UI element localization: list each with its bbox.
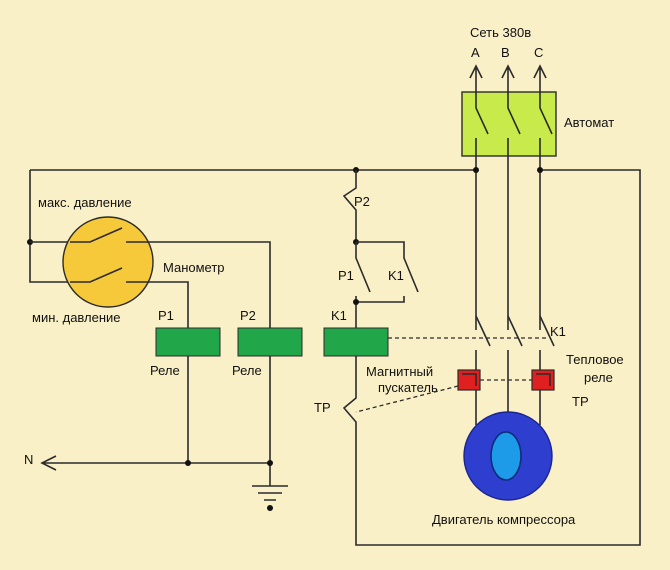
gauge-label: Манометр	[163, 260, 225, 275]
tr-contact-label: ТР	[314, 400, 331, 415]
gauge-min-label: мин. давление	[32, 310, 121, 325]
gauge-contacts	[70, 227, 146, 283]
motor-label: Двигатель компрессора	[432, 512, 576, 527]
junction	[537, 167, 543, 173]
p1-contact-label: P1	[338, 268, 354, 283]
relay-p1-caption: Реле	[150, 363, 180, 378]
return-wire-right	[355, 169, 641, 546]
gauge-out-top	[146, 241, 271, 328]
thermal-label-short: ТР	[572, 394, 589, 409]
p2-contact	[342, 170, 357, 242]
neutral-label: N	[24, 452, 33, 467]
starter-k1-coil	[323, 327, 389, 357]
junction	[185, 460, 191, 466]
breaker-switches	[475, 92, 553, 156]
phase-a-terminal	[469, 64, 483, 92]
starter-caption-2: пускатель	[378, 380, 438, 395]
hold-branch	[356, 241, 419, 303]
starter-caption-1: Магнитный	[366, 364, 433, 379]
left-bus	[29, 170, 70, 283]
thermal-element-a-mark	[462, 373, 477, 386]
relay-p2-label: P2	[240, 308, 256, 323]
phase-b-terminal	[501, 64, 515, 92]
breaker-label: Автомат	[564, 115, 614, 130]
gauge-dial	[62, 216, 154, 308]
neutral-arrow	[40, 455, 57, 471]
motor-feed-lines	[475, 358, 541, 425]
thermal-link	[355, 379, 532, 413]
phase-a-label: A	[471, 45, 480, 60]
phase-c-terminal	[533, 64, 547, 92]
relay-p1-label: P1	[158, 308, 174, 323]
motor-core	[490, 431, 522, 481]
relay-p2-caption: Реле	[232, 363, 262, 378]
junction	[267, 460, 273, 466]
thermal-label-1: Тепловое	[566, 352, 624, 367]
k1-hold-contact-label: K1	[388, 268, 404, 283]
thermal-element-c-mark	[536, 373, 551, 386]
gauge-out-bottom	[146, 281, 189, 328]
relay-p1-coil	[155, 327, 221, 357]
relay-p2-coil	[237, 327, 303, 357]
junction	[353, 299, 359, 305]
junction	[473, 167, 479, 173]
supply-label: Сеть 380в	[470, 25, 531, 40]
thermal-label-2: реле	[584, 370, 613, 385]
phase-c-label: C	[534, 45, 543, 60]
k1-main-contacts	[475, 315, 555, 358]
k1-main-label: K1	[550, 324, 566, 339]
phase-b-label: B	[501, 45, 510, 60]
coil-to-thermal	[342, 356, 357, 432]
gauge-max-label: макс. давление	[38, 195, 132, 210]
ground-symbol	[252, 485, 288, 511]
p2-contact-label: P2	[354, 194, 370, 209]
starter-k1-label: K1	[331, 308, 347, 323]
